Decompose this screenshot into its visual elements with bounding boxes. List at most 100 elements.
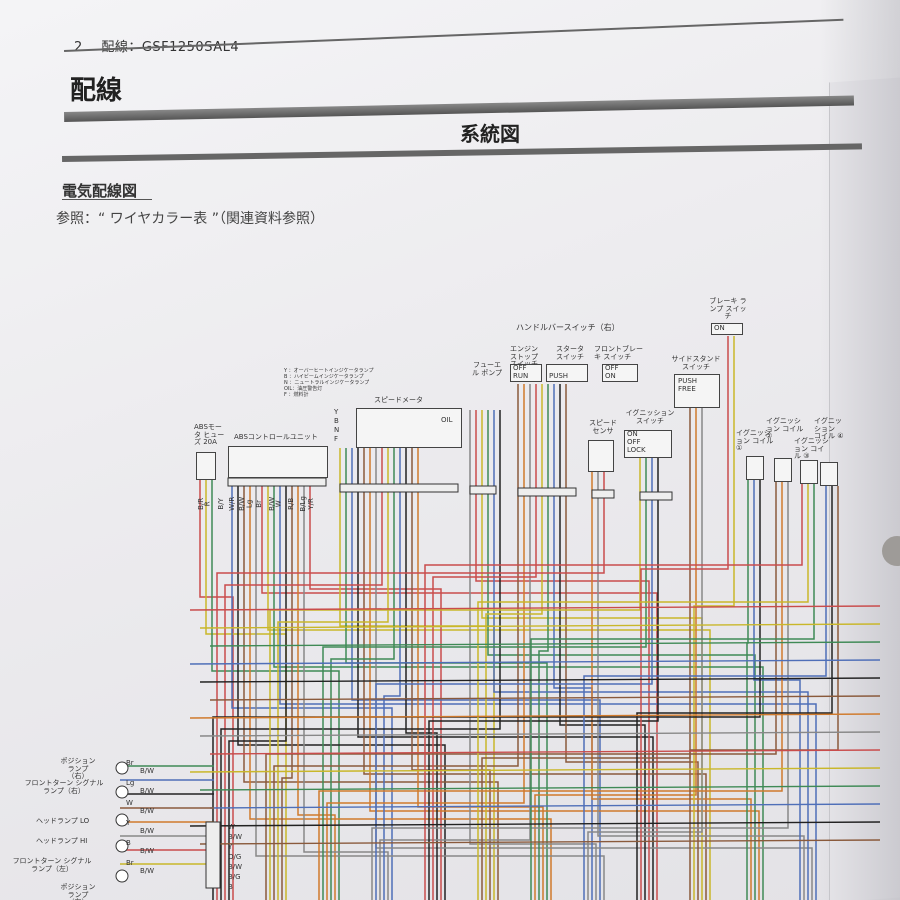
wire <box>587 408 703 900</box>
wire <box>199 677 881 683</box>
wire <box>383 448 401 900</box>
wire <box>189 821 881 827</box>
wire <box>363 448 707 900</box>
ignition-coil-4-label: イグニッション コイル ④ <box>814 417 844 441</box>
wire-code-label: B/W <box>140 787 155 795</box>
wire <box>189 767 881 773</box>
connector <box>591 489 615 499</box>
handlebar-switch-right-label: ハンドルバースイッチ（右） <box>516 323 620 332</box>
front-brake-off: OFF <box>605 364 619 372</box>
lamp-symbol <box>115 869 129 883</box>
wire <box>199 785 881 791</box>
wire <box>318 482 783 900</box>
wire <box>481 408 691 900</box>
wire <box>273 384 519 900</box>
wire <box>211 480 340 900</box>
wire-code-label: W <box>274 500 283 508</box>
starter-push: PUSH <box>549 372 569 380</box>
wire <box>269 458 641 900</box>
wire <box>216 472 605 900</box>
wire <box>485 384 543 900</box>
wire-code-label: Lg <box>245 499 254 509</box>
wire-code-label: O/G <box>228 853 242 861</box>
ignition-coil-2 <box>774 458 792 482</box>
wire <box>297 478 336 900</box>
meter-legend: Y ：オーバーヒートインジケータランプ B ：ハイビームインジケータランプ N … <box>284 368 373 398</box>
wire-code-label: Lg <box>126 779 135 787</box>
abs-control-unit-label: ABSコントロールユニット <box>234 433 318 441</box>
wire-code-label: W/R <box>228 496 237 511</box>
speedometer-label: スピードメータ <box>374 396 423 404</box>
connector <box>227 477 327 487</box>
meter-pin-y: Y <box>334 408 339 416</box>
subsection-title: 電気配線図 <box>62 182 138 200</box>
brake-lamp-switch: ON <box>711 323 743 335</box>
wire <box>265 482 777 900</box>
wire <box>475 410 650 900</box>
engine-stop-off: OFF <box>513 364 527 372</box>
wire-code-label: B/G <box>228 873 241 881</box>
wire <box>432 384 537 900</box>
brake-lamp-on-label: ON <box>714 324 725 332</box>
wire <box>255 478 605 900</box>
wire <box>322 458 647 900</box>
wire-code-label: B/W <box>140 847 155 855</box>
headlamp-lo-label: ヘッドランプ LO <box>36 817 90 825</box>
wire <box>330 448 395 900</box>
wire-code-label: B/W <box>140 867 155 875</box>
connector <box>469 485 497 495</box>
meter-pin-codes: Y B N F <box>334 408 339 444</box>
chapter-title: 配線 <box>70 76 123 106</box>
wire <box>746 480 749 900</box>
wire <box>428 458 659 900</box>
wire <box>189 605 881 611</box>
abs-control-unit <box>228 446 328 478</box>
wire <box>249 478 552 900</box>
meter-pin-n: N <box>334 426 340 434</box>
speed-sensor-label: スピード センサ <box>589 419 617 435</box>
ignition-off: OFF <box>627 438 641 446</box>
wire <box>487 410 756 900</box>
starter-switch-label: スタータ スイッチ <box>556 345 584 361</box>
wire <box>279 478 817 900</box>
wire <box>636 486 833 900</box>
page-number: 2 <box>74 40 83 55</box>
wire <box>220 410 501 900</box>
front-brake-switch-label: フロントブレーキ スイッチ <box>594 345 643 361</box>
wire-code-label: W <box>126 799 133 807</box>
wire <box>405 448 438 900</box>
side-stand-switch-label: サイドスタンド スイッチ <box>671 355 721 371</box>
ignition-coil-4 <box>820 462 838 486</box>
connector <box>205 821 221 889</box>
wire <box>209 641 881 647</box>
wire <box>267 478 711 900</box>
ignition-coil-3 <box>800 460 818 484</box>
side-stand-switch: PUSH FREE <box>674 374 720 408</box>
binder-hole <box>882 536 900 566</box>
wire <box>753 480 801 900</box>
front-turn-signal-right-label: フロントターン シグナルランプ（右） <box>24 779 104 795</box>
wire <box>209 695 881 701</box>
wire <box>583 486 827 900</box>
wire <box>189 713 881 719</box>
lamp-symbol <box>115 761 129 775</box>
wire-code-label: R/B <box>287 497 296 510</box>
wire <box>209 749 881 755</box>
wire <box>534 408 697 900</box>
wire <box>199 623 881 629</box>
speedometer: OIL <box>356 408 462 448</box>
connector <box>517 487 577 497</box>
side-stand-push: PUSH <box>678 377 698 385</box>
abs-motor-fuse-label: ABSモータ ヒューズ 20A <box>194 423 225 447</box>
wire <box>281 478 293 900</box>
wire <box>424 484 803 900</box>
wire <box>591 472 752 900</box>
wire <box>189 659 881 665</box>
abs-motor-fuse <box>196 452 216 480</box>
brake-lamp-switch-label: ブレーキ ランプ スイッチ <box>709 297 747 321</box>
wire-code-label: Br <box>126 859 134 867</box>
wire <box>640 336 729 900</box>
wire-code-label: Y/R <box>306 498 315 510</box>
